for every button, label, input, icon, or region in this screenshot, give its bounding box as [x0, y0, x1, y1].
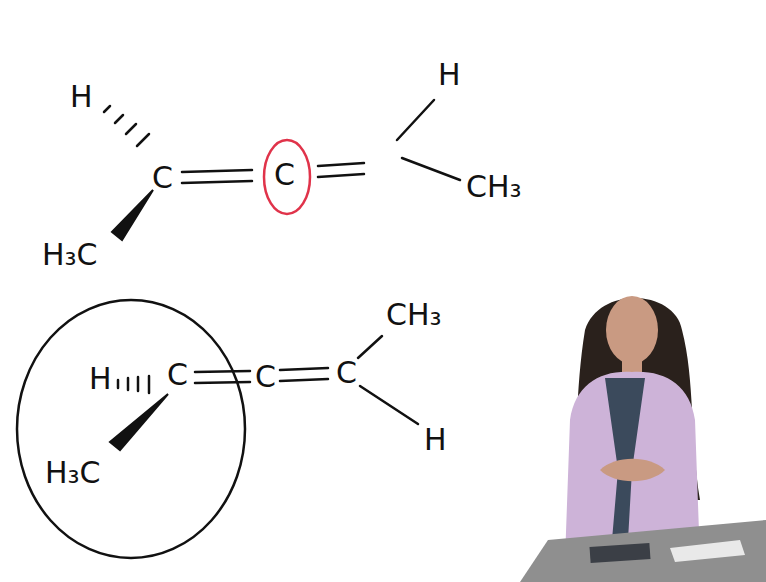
atom-label: C — [255, 362, 276, 392]
circled-group: C — [262, 138, 312, 216]
atom-label: H — [70, 82, 93, 112]
atom-label: C — [152, 163, 173, 193]
circle-outline — [264, 140, 310, 214]
atom-label: H — [89, 364, 112, 394]
circle-outline — [15, 298, 247, 560]
atom-label: C — [274, 160, 295, 190]
circle-outline — [17, 300, 245, 558]
atom-label: CH₃ — [386, 300, 442, 330]
atom-label: CH₃ — [466, 172, 522, 202]
atom-label: H — [424, 425, 447, 455]
atom-label: H₃C — [42, 240, 98, 270]
circled-group: H C H₃C — [15, 298, 247, 560]
atom-label: C — [336, 358, 357, 388]
atom-label: H₃C — [45, 458, 101, 488]
atom-label: H — [438, 60, 461, 90]
atom-label: C — [167, 360, 188, 390]
